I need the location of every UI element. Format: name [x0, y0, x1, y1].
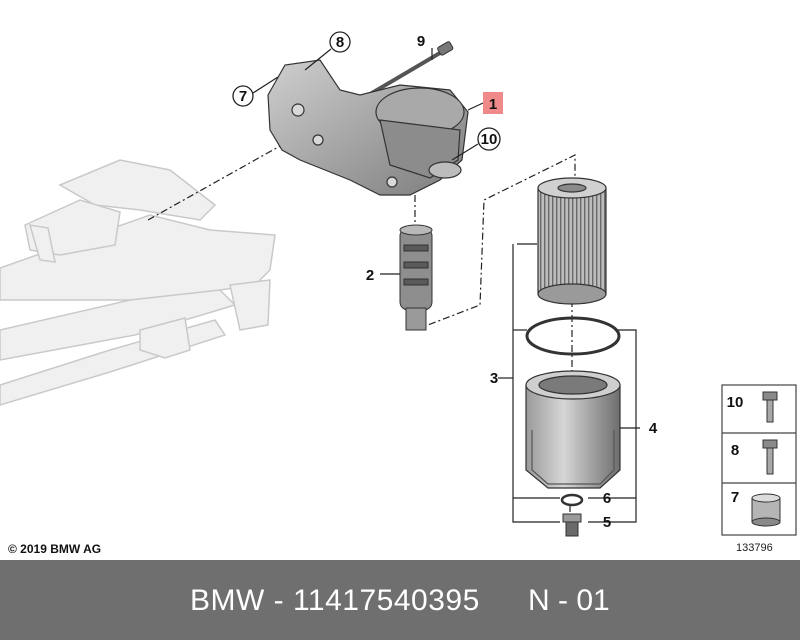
o-ring-large [525, 316, 621, 356]
callout-3[interactable]: 3 [490, 370, 498, 387]
callout-2[interactable]: 2 [366, 267, 374, 284]
bolt-icon [762, 439, 778, 475]
callout-5[interactable]: 5 [603, 514, 611, 531]
sleeve-icon [751, 493, 781, 527]
seal-ring-small [560, 493, 584, 507]
svg-text:1: 1 [489, 96, 497, 113]
svg-text:10: 10 [481, 131, 498, 148]
parts-diagram: 1 7 8 10 9 2 3 4 6 5 10 8 [0, 31, 797, 537]
position-label: N - 01 [528, 584, 610, 617]
bolt-icon [762, 391, 778, 423]
svg-text:8: 8 [731, 442, 739, 459]
bracket-lines [380, 48, 640, 523]
callout-9[interactable]: 9 [417, 33, 425, 50]
legend-row-10[interactable]: 10 [727, 391, 778, 423]
engine-frame-ghost [0, 159, 276, 406]
callout-6[interactable]: 6 [603, 490, 611, 507]
oil-filter-housing [267, 59, 469, 196]
copyright-text: © 2019 BMW AG [8, 542, 102, 556]
callout-10[interactable]: 10 [451, 127, 501, 161]
svg-text:10: 10 [727, 394, 744, 411]
callout-4[interactable]: 4 [649, 420, 658, 437]
filter-element [537, 177, 607, 305]
legend-row-7[interactable]: 7 [731, 489, 781, 527]
callout-8[interactable]: 8 [304, 31, 351, 71]
svg-text:7: 7 [731, 489, 739, 506]
filter-cap [525, 370, 621, 489]
part-number-label: BMW - 11417540395 [190, 584, 480, 617]
svg-text:7: 7 [239, 88, 247, 105]
drain-plug [562, 513, 582, 537]
callout-7[interactable]: 7 [232, 76, 279, 107]
diagram-id: 133796 [736, 542, 773, 554]
callout-1[interactable]: 1 [467, 92, 503, 114]
footer-bar: BMW - 11417540395 N - 01 [0, 560, 800, 640]
legend-row-8[interactable]: 8 [731, 439, 778, 475]
legend-box: 10 8 7 [721, 384, 797, 536]
svg-text:8: 8 [336, 34, 344, 51]
valve-part-2 [399, 224, 433, 331]
